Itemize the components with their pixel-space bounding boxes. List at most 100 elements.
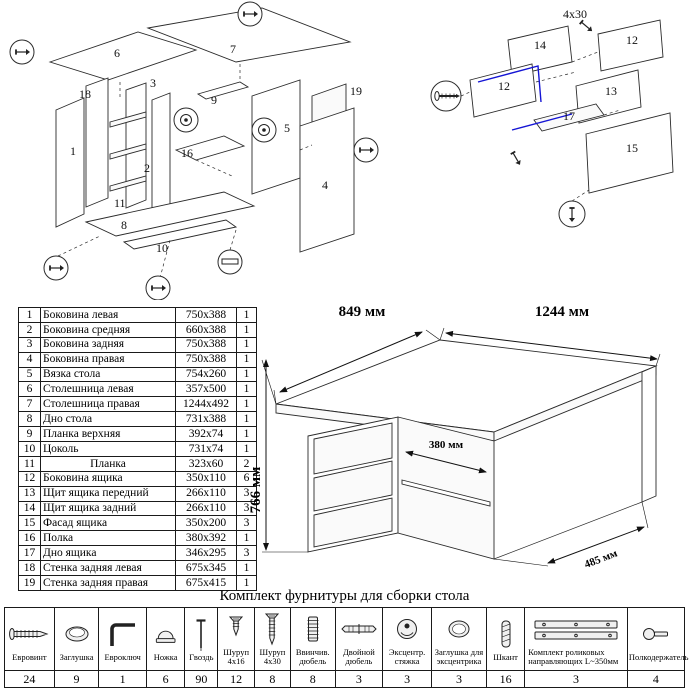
cell-c2: Планка верхняя [40, 426, 176, 443]
cell-c1: 2 [18, 321, 41, 338]
cell-c3: 750x388 [175, 307, 237, 323]
hw-item-qty: 9 [53, 670, 100, 688]
niche-shelf [401, 479, 491, 507]
part-label-1: 1 [70, 144, 76, 158]
part-label-3: 3 [150, 76, 156, 90]
panel-8-bottom [84, 191, 256, 237]
part-label-11: 11 [114, 196, 126, 210]
cell-c2: Планка [40, 455, 176, 472]
cell-c3: 323x60 [175, 455, 237, 472]
drawer-facade-panel [585, 112, 674, 194]
screw-icon [509, 150, 524, 168]
cell-c1: 3 [18, 336, 41, 353]
cell-c3: 350x110 [175, 470, 237, 487]
cell-c3: 731x388 [175, 411, 237, 428]
dim-niche-width: 380 мм [429, 439, 464, 451]
drawer-diagram-svg: 4x30 14 12 12 13 17 15 [430, 7, 674, 228]
panel-9-top-rail [196, 81, 250, 100]
cell-c1: 11 [18, 455, 41, 472]
panel-10-plinth [122, 219, 238, 250]
cell-c1: 14 [18, 500, 41, 517]
cell-c3: 750x388 [175, 351, 237, 368]
screw-callout-icon [43, 255, 69, 281]
screw-4x30-icon [255, 610, 290, 648]
cell-c1: 12 [18, 470, 41, 487]
cell-c3: 350x200 [175, 515, 237, 532]
drawer-back-label: 14 [534, 38, 546, 52]
insert-dowel-icon [291, 610, 335, 648]
cell-c2: Боковина правая [40, 351, 176, 368]
cell-c2: Дно ящика [40, 545, 176, 562]
cell-c4: 1 [236, 366, 257, 383]
cell-c2: Щит ящика передний [40, 485, 176, 502]
hw-item-qty: 24 [4, 670, 55, 688]
hw-item-name: Ножка [153, 651, 178, 662]
hw-item-qty: 8 [290, 670, 336, 688]
hw-item-zaglushka: Заглушка [53, 607, 100, 671]
confirmat-callout-icon [430, 80, 462, 112]
exploded-diagram: 1 2 3 4 5 6 7 8 9 10 11 16 18 19 [0, 0, 430, 300]
cell-c2: Столешница левая [40, 381, 176, 398]
hw-item-name: Эксцентр. стяжка [388, 647, 426, 666]
cell-c3: 346x295 [175, 545, 237, 562]
cell-c2: Вязка стола [40, 366, 176, 383]
cell-c3: 675x345 [175, 560, 237, 577]
part-label-2: 2 [144, 161, 150, 175]
hw-item-nozhka: Ножка [145, 607, 186, 671]
cell-c2: Полка [40, 530, 176, 547]
cell-c2: Боковина задняя [40, 336, 176, 353]
hw-item-eurokey: Евроключ [98, 607, 147, 671]
hardware-title: Комплект фурнитуры для сборки стола [219, 588, 470, 604]
cell-c3: 750x388 [175, 336, 237, 353]
panel-2-mid-side [151, 92, 171, 217]
cell-c1: 18 [18, 560, 41, 577]
hw-item-qty: 12 [217, 670, 255, 688]
drawer-facade-label: 15 [626, 141, 638, 155]
drawer-rail-3 [109, 175, 147, 192]
hw-item-qty: 3 [524, 670, 628, 688]
drawer-guide-highlight [477, 65, 542, 103]
cell-c3: 675x415 [175, 575, 237, 591]
hw-item-name: Шуруп 4x30 [259, 647, 286, 666]
cell-c3: 380x392 [175, 530, 237, 547]
hw-item-shurup-4x16: Шуруп 4x16 [217, 607, 255, 671]
panel-16-shelf [174, 135, 246, 161]
drawer-bottom-label: 17 [563, 109, 575, 123]
cell-c2: Дно стола [40, 411, 176, 428]
cam-cap-icon [432, 610, 486, 648]
panel-7-top-right [146, 7, 352, 63]
cell-c3: 266x110 [175, 500, 237, 517]
screw-icon [578, 18, 595, 35]
hw-item-eurovint: Евровинт [4, 607, 55, 671]
screw-4x16-icon [218, 610, 253, 648]
drawer-front-2 [313, 460, 393, 512]
hw-item-name: Евроключ [104, 651, 141, 662]
hw-item-napravlyayushchie: Комплект роликовых направляющих L~350мм [524, 607, 628, 671]
cam-callout-icon [251, 117, 277, 143]
hw-item-qty: 90 [184, 670, 219, 688]
hw-item-qty: 3 [430, 670, 487, 688]
dim-depth: 485 мм [583, 547, 620, 571]
drawer-rail-2 [109, 143, 147, 160]
panel-4-right-side [299, 107, 355, 253]
part-label-18: 18 [79, 87, 91, 101]
hw-item-gvozd: Гвоздь [184, 607, 219, 671]
cell-c1: 17 [18, 545, 41, 562]
cam-callout-icon [173, 107, 199, 133]
cell-c3: 1244x492 [175, 396, 237, 413]
hw-item-name: Заглушка [59, 651, 94, 662]
panel-6-top-left [48, 31, 198, 81]
drawer-rail-1 [109, 111, 147, 128]
cell-c3: 660x388 [175, 321, 237, 338]
hw-item-name: Евровинт [12, 651, 47, 662]
